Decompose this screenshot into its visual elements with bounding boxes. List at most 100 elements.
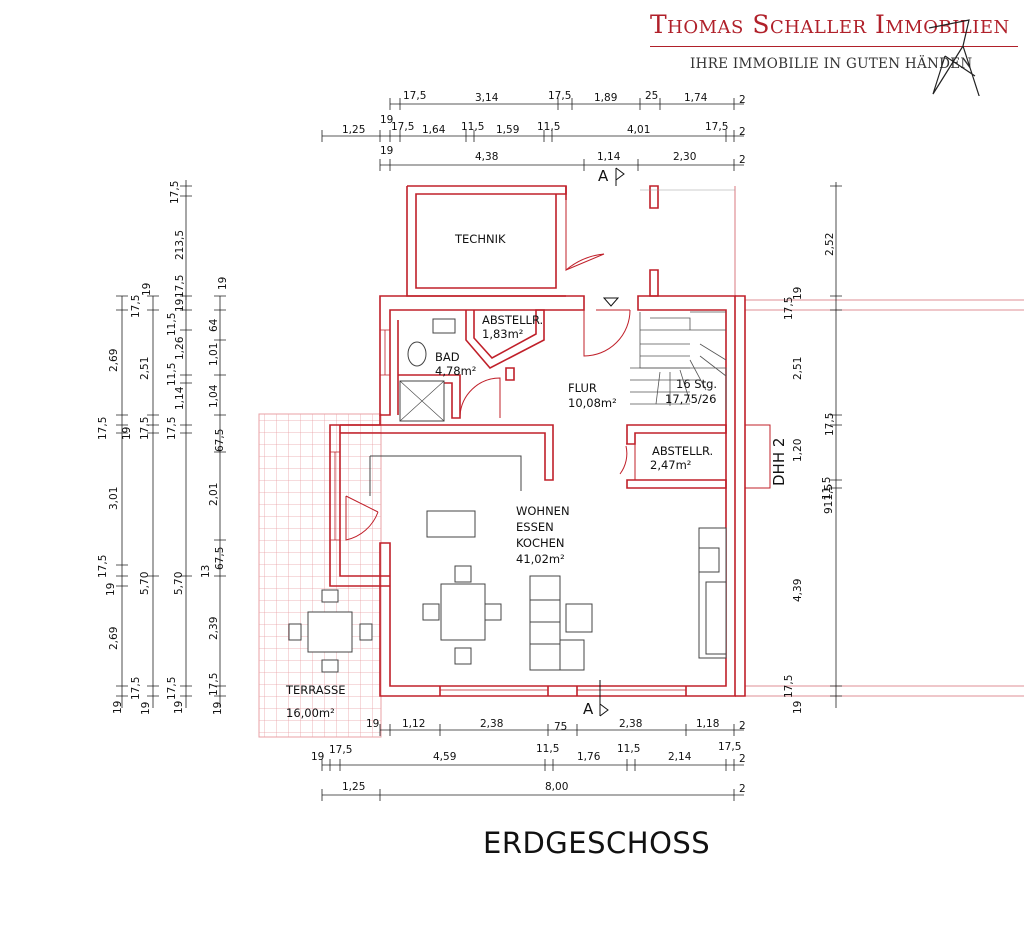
abstell2-label: ABSTELLR. [652, 444, 713, 458]
dim-left2-c: 19 [121, 427, 133, 440]
treppe-label: 16 Stg. [676, 377, 717, 391]
dim-bot1-g: 2 [739, 720, 746, 732]
dim-bot2-c: 4,59 [433, 751, 456, 763]
dim-left3-d: 1,26 [174, 336, 186, 360]
dim-left3-a: 17,5 [174, 275, 186, 298]
floor-title: ERDGESCHOSS [483, 826, 711, 860]
dim-bot1-f: 1,18 [696, 718, 719, 730]
flur-area: 10,08m² [568, 396, 617, 410]
dim-top1-f: 1,74 [684, 92, 708, 104]
dim-top1-d: 1,89 [594, 92, 617, 104]
dim-right-d: 2,51 [792, 357, 804, 380]
dim-top2-h: 4,01 [627, 124, 650, 136]
dim-top3-e: 2 [739, 154, 746, 166]
dim-bot2-e: 1,76 [577, 751, 601, 763]
toilet [407, 341, 427, 367]
dimension-lines [116, 98, 842, 801]
dim-left3-l: 19 [112, 701, 124, 714]
dim-top2-i: 17,5 [705, 121, 728, 133]
dim-top2-f: 1,59 [496, 124, 519, 136]
dim-bot2-h: 17,5 [718, 741, 741, 753]
brand-tagline: IHRE IMMOBILIE IN GUTEN HÄNDEN [690, 56, 973, 72]
dim-top1-a: 17,5 [403, 90, 426, 102]
terrasse-area: 16,00m² [286, 706, 335, 720]
room-labels: TECHNIK ABSTELLR. 1,83m² BAD 4,78m² FLUR… [285, 232, 717, 720]
dim-top3-a: 19 [380, 145, 393, 157]
flur-label: FLUR [568, 381, 597, 395]
dim-top1-g: 2 [739, 94, 746, 106]
dim-left4-c: 1,01 [208, 343, 220, 366]
dim-left3-h: 17,5 [139, 417, 151, 440]
dim-top2-a: 19 [380, 114, 393, 126]
dim-top1-e: 25 [645, 90, 658, 102]
doors [345, 200, 636, 541]
dim-left1-i: 19 [140, 702, 152, 715]
section-marker-top: A [598, 167, 609, 185]
treppe-spec: 17,75/26 [665, 392, 716, 406]
dim-left3-g: 17,5 [166, 417, 178, 440]
wohnen-area: 41,02m² [516, 552, 565, 566]
section-markers: A A DHH 2 [583, 167, 788, 718]
dim-left3-j: 19 [173, 701, 185, 714]
dim-bot1-e: 2,38 [619, 718, 642, 730]
abstell2-area: 2,47m² [650, 458, 691, 472]
dim-right-g: 11,5 [821, 477, 833, 500]
dim-left3-e: 11,5 [166, 363, 178, 386]
brand-logo-icon [928, 19, 980, 96]
dim-right-b: 19 [792, 287, 804, 300]
dim-left4-b: 64 [208, 318, 220, 332]
coffee-table [565, 603, 593, 633]
dim-right-h: 911,5 [823, 484, 835, 514]
dim-bot2-i: 2 [739, 753, 746, 765]
dim-left3-i: 5,70 [173, 572, 185, 595]
dim-top2-j: 2 [739, 126, 746, 138]
dim-top2-d: 1,64 [422, 124, 446, 136]
section-marker-bottom: A [583, 700, 594, 718]
staircase [630, 311, 727, 410]
dim-left3-f: 1,14 [174, 386, 186, 410]
dim-bot2-f: 11,5 [617, 743, 640, 755]
dim-bot3-b: 8,00 [545, 781, 568, 793]
dim-left4-e: 67,5 [214, 429, 226, 452]
dim-left1-d: 3,01 [108, 487, 120, 510]
dim-left4-d: 1,04 [208, 384, 220, 408]
dim-right-c: 17,5 [783, 297, 795, 320]
dim-right-k: 19 [792, 701, 804, 714]
dim-top2-b: 1,25 [342, 124, 365, 136]
dim-right-j: 17,5 [783, 675, 795, 698]
dim-left1-f: 19 [105, 583, 117, 596]
dim-bot2-d: 11,5 [536, 743, 559, 755]
wohnen-label: WOHNEN [516, 504, 570, 518]
dim-bot1-b: 1,12 [402, 718, 425, 730]
dim-top3-c: 1,14 [597, 151, 621, 163]
dim-left4-k: 19 [212, 702, 224, 715]
abstell1-area: 1,83m² [482, 327, 523, 341]
dining-table [440, 583, 486, 641]
dim-left2-d: 5,70 [139, 572, 151, 595]
dim-left1-b: 2,69 [108, 349, 120, 372]
dim-right-i: 4,39 [792, 579, 804, 602]
dim-left4-f: 2,01 [208, 483, 220, 506]
technik-label: TECHNIK [454, 232, 506, 246]
kitchen-counter [369, 455, 522, 496]
dim-top2-c: 17,5 [391, 121, 414, 133]
dim-left1-g: 2,69 [108, 627, 120, 650]
entrance-arrow [602, 297, 620, 307]
dim-bot1-a: 19 [366, 718, 379, 730]
dim-top1-b: 3,14 [475, 92, 499, 104]
dim-right-e: 17,5 [824, 413, 836, 436]
dim-left-upper-a: 17,5 [169, 181, 181, 204]
dim-top2-g: 11,5 [537, 121, 560, 133]
dim-bot1-c: 2,38 [480, 718, 503, 730]
dim-left1-a: 17,5 [130, 295, 142, 318]
walls [329, 185, 1024, 697]
dim-top3-b: 4,38 [475, 151, 498, 163]
dim-left4-i: 2,39 [208, 617, 220, 640]
dim-top3-d: 2,30 [673, 151, 696, 163]
dim-left2-a: 19 [141, 283, 153, 296]
fixtures [369, 311, 727, 671]
essen-label: ESSEN [516, 520, 554, 534]
dim-left4-g: 67,5 [214, 547, 226, 570]
dim-bot2-a: 19 [311, 751, 324, 763]
terrace-table-set [288, 589, 373, 673]
